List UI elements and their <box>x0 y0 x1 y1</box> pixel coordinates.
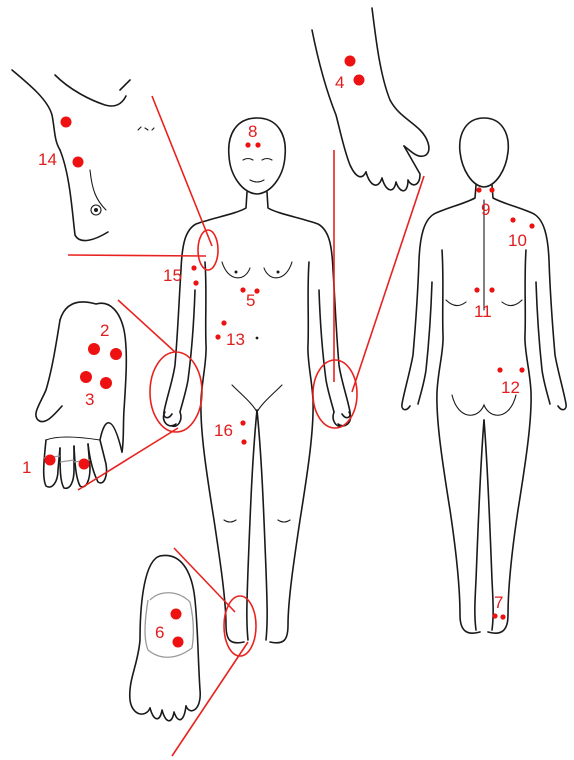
breast-inset <box>12 70 154 241</box>
marker-dot <box>100 377 112 389</box>
marker-dot <box>80 371 92 383</box>
marker-dot <box>529 223 534 228</box>
marker-dot <box>215 334 220 339</box>
hand-back-inset <box>312 8 429 191</box>
back-body-figure <box>402 118 566 633</box>
marker-dot <box>255 142 260 147</box>
marker-dot <box>88 343 100 355</box>
marker-dot <box>497 367 502 372</box>
marker-dot <box>221 320 226 325</box>
label-6: 6 <box>155 623 164 642</box>
label-8: 8 <box>248 122 257 141</box>
label-5: 5 <box>246 291 255 310</box>
marker-dot <box>354 75 365 86</box>
label-11: 11 <box>474 302 492 321</box>
marker-dot <box>245 142 250 147</box>
marker-dot <box>519 367 524 372</box>
marker-dot <box>474 287 479 292</box>
marker-dot <box>73 157 84 168</box>
marker-dot <box>79 459 90 470</box>
marker-dot <box>510 217 515 222</box>
marker-dot <box>500 614 505 619</box>
marker-dot <box>489 287 494 292</box>
label-3: 3 <box>85 390 94 409</box>
marker-dot <box>171 609 182 620</box>
marker-dot <box>45 455 56 466</box>
marker-dot <box>489 187 494 192</box>
label-15: 15 <box>163 266 182 285</box>
marker-dot <box>110 348 122 360</box>
marker-dot <box>241 439 246 444</box>
label-9: 9 <box>481 200 490 219</box>
marker-dot <box>240 287 245 292</box>
marker-dot <box>492 613 497 618</box>
label-2: 2 <box>100 321 109 340</box>
label-14: 14 <box>38 150 57 169</box>
marker-dot <box>173 637 184 648</box>
label-12: 12 <box>501 378 520 397</box>
marker-dot <box>191 265 196 270</box>
marker-dot <box>345 56 356 67</box>
label-1: 1 <box>22 458 31 477</box>
marker-dot <box>476 187 481 192</box>
foot-sole-inset <box>130 555 200 720</box>
label-16: 16 <box>214 421 233 440</box>
label-13: 13 <box>226 330 245 349</box>
marker-dot <box>240 420 245 425</box>
label-10: 10 <box>508 231 527 250</box>
marker-dot <box>61 117 72 128</box>
label-4: 4 <box>335 73 344 92</box>
label-7: 7 <box>494 593 503 612</box>
marker-dot <box>193 280 198 285</box>
callout-lines <box>68 96 424 756</box>
